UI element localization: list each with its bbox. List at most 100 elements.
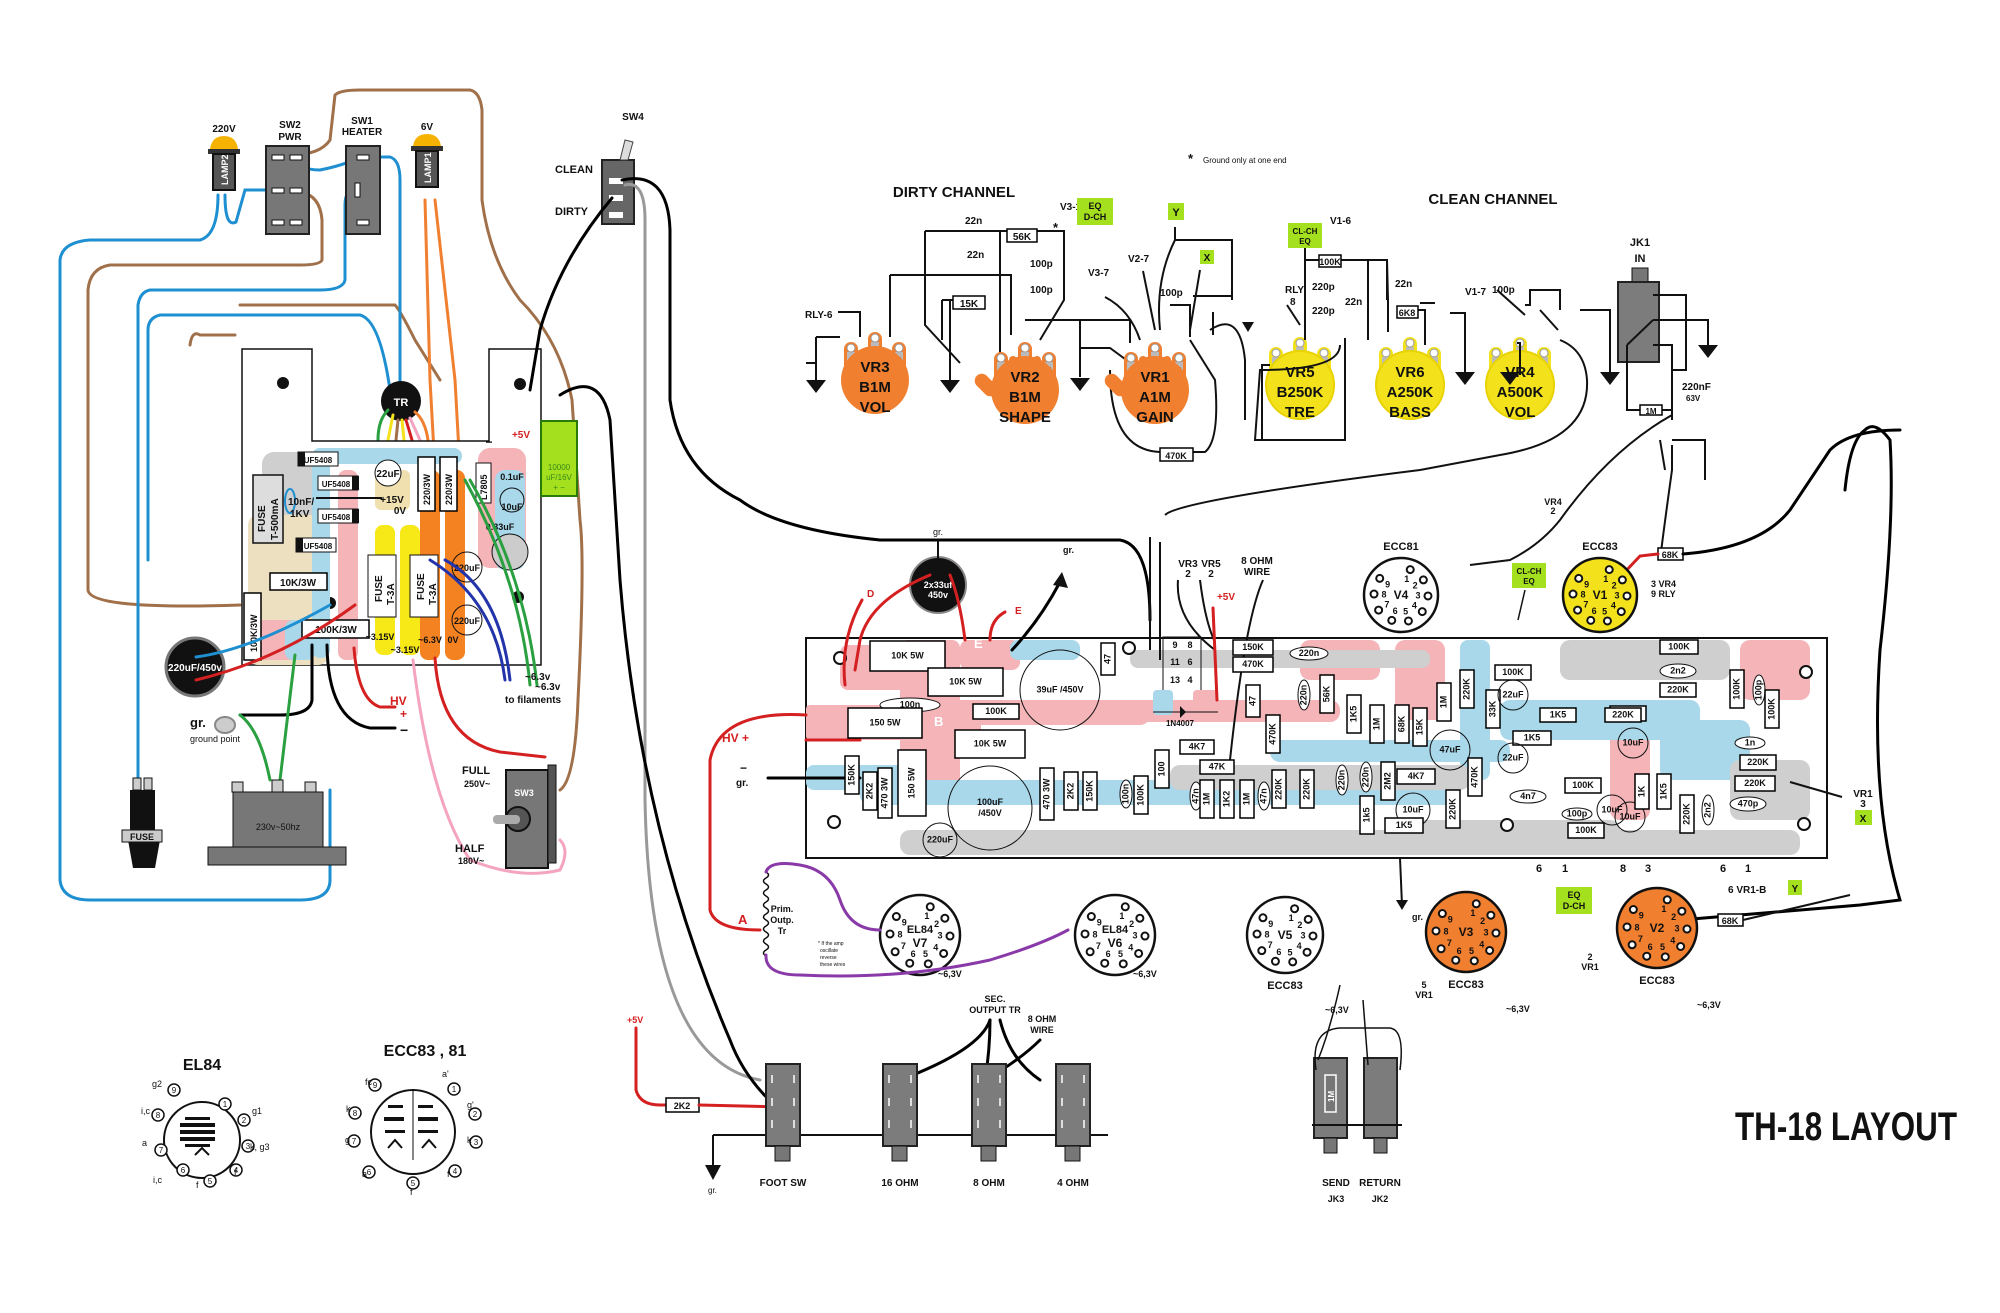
switch-sw4[interactable]: SW4 CLEAN DIRTY [555,112,644,225]
cap-220uf: 220uF [454,616,481,626]
tube-pin: 8 [1581,589,1586,599]
pin-number: 7 [352,1137,357,1146]
tube-pin: 4 [1611,600,1616,610]
tube-pin: 2 [934,919,939,929]
vr1-3-label: VR1 [1853,789,1873,800]
part-label: 2n2 [1670,665,1686,675]
part-label: 2K2 [864,783,874,800]
potentiometer[interactable]: 123VR3B1MVOL [841,332,909,416]
tube-pin: 5 [1118,949,1123,959]
res-label: 15K [960,299,979,310]
wire-pin-1: 1 [1745,863,1751,875]
tube-pin: 9 [1268,919,1273,929]
potentiometer[interactable]: 123VR6A250KBASS [1375,337,1445,421]
tube-pin: 4 [1670,935,1675,945]
part-label: 470K [1469,766,1479,788]
part-label: 10K 5W [891,650,924,660]
part-label: 22uF [1502,752,1524,762]
diode: UF5408 [297,451,339,467]
wire-8ohm-label: 8 OHM [1241,556,1273,567]
tag-text: X [1860,814,1867,825]
resistor-r1m_a: 1M [1199,779,1215,819]
resistor-r470k_c: 470K [1467,757,1483,797]
jack-16-ohm[interactable]: 16 OHM [881,1063,919,1189]
jack-8-ohm[interactable]: 8 OHM [971,1063,1007,1189]
pin-number: 8 [353,1109,358,1118]
resistor-r470_3w_a: 470 3W [877,767,893,819]
v2-vr1-pin: 2 [1587,952,1592,962]
resistor-r220k_h: 220K [1739,754,1777,771]
switch-sw1[interactable]: SW1 HEATER [342,116,383,235]
mains-transformer-label: 230v~50hz [256,822,301,832]
part-label: 100p [1753,679,1763,700]
fuse-label: FUSE [374,575,385,602]
dirty-channel: DIRTY CHANNEL * Ground only at one end [805,151,1287,462]
jack-4-ohm[interactable]: 4 OHM [1055,1063,1091,1189]
pin-circle [151,1108,165,1122]
switch-sw2[interactable]: SW2 PWR [265,120,310,235]
potentiometer[interactable]: 123VR1A1MGAIN [1102,342,1189,426]
resistor-15k: 15K [952,295,986,310]
tube-pin: 2 [1413,580,1418,590]
jack-return[interactable]: RETURN JK2 [1359,1057,1401,1204]
tube-pin: 5 [1660,942,1665,952]
pin-number: 3 [246,1142,251,1151]
part-label: 100K [1572,780,1594,790]
resistor-r100: 100 [1154,749,1170,789]
lamp1-voltage: 6V [421,122,434,133]
pin-circle [448,1164,462,1178]
label-minus: − [485,435,492,449]
star: * [1188,151,1194,166]
resistor-r47_b: 47 [1245,684,1261,718]
tube-pin: 6 [911,949,916,959]
star: * [1053,220,1059,235]
wire-pin-6: 6 [1536,863,1542,875]
tube-pin: 6 [1393,606,1398,616]
vr4-rly-label: 9 RLY [1651,589,1676,599]
potentiometer[interactable]: 123VR2B1MSHAPE [972,342,1059,426]
part-label: 2K2 [1065,783,1075,800]
resistor-r56k: 56K [1319,674,1335,714]
v3-vr1-label: VR1 [1415,990,1433,1000]
diode-label: UF5408 [322,513,351,522]
part-label: 220n [1298,685,1308,706]
capacitor-c220n_c: 220n [1359,761,1373,793]
sw2-name: SW2 [279,120,301,131]
pin-number: 4 [453,1167,458,1176]
part-label: 220K [1461,678,1471,700]
part-label: 68K [1396,715,1406,732]
jack-foot-sw[interactable]: FOOT SW [760,1063,807,1189]
label-v3-7: V3-7 [1088,268,1110,279]
lamp1-label: LAMP1 [423,152,433,183]
input-jack-jk1[interactable]: JK1 IN 220nF 63V 1M [1469,237,1718,566]
arrow-e: E [1015,606,1022,617]
tube-misc-labels: 5 VR1 2 VR1 gr. EQD-CH 6 VR1-B Y 68K 6 1… [1396,857,1851,1000]
potentiometer[interactable]: 123VR4A500KVOL [1485,337,1555,421]
switch-sw3[interactable]: SW3 [493,764,557,869]
resistor-r220k_b: 220K [1459,669,1475,709]
cap-10nf: 10nF/ [288,497,314,508]
sw3-name: SW3 [514,788,534,798]
heater-label: ~6,3V [1697,1000,1721,1010]
pot-id: VR1 [1140,369,1169,386]
resistor-r1k5_c: 1K5 [1512,730,1552,746]
part-label: 39uF /450V [1036,684,1083,694]
tube-id: V7 [913,936,928,950]
capacitor-c100p_b: 100p [1752,674,1766,706]
ecc83-pin-label: a [362,1169,367,1179]
resistor-r1k: 1K [1634,773,1650,810]
wire-pin-3: 3 [1645,863,1651,875]
part-label: 100p [1567,808,1588,818]
pot-function: VOL [1505,404,1536,421]
resistor-r220k_g: 220K [1604,707,1642,723]
resistor-r220k_d: 220K [1299,769,1315,809]
prim-label: Prim. [771,904,794,914]
tube-pin: 7 [1384,600,1389,610]
jack-send[interactable]: 1M SEND JK3 [1313,1057,1350,1204]
cap-0.33uf: 0.33uF [486,522,515,532]
potentiometer[interactable]: 123VR5B250KTRE [1265,337,1335,421]
label-v2-7: V2-7 [1128,254,1150,265]
part-label: 22uF [1502,689,1524,699]
